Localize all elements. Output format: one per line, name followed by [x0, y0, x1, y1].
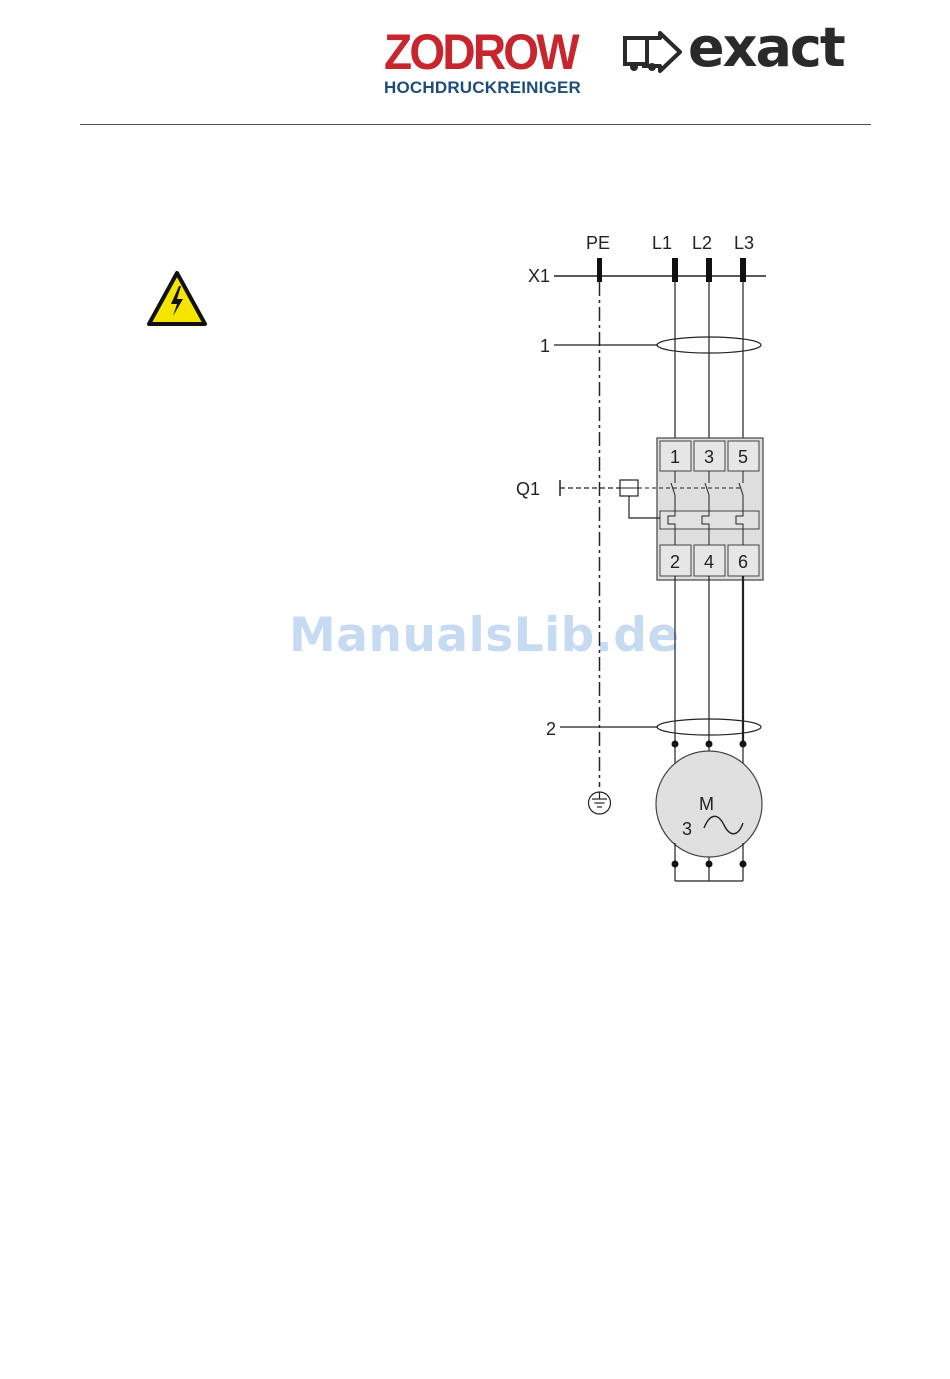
motor-terminal-u2 [672, 861, 679, 868]
cable-1-label: 1 [540, 336, 550, 356]
breaker-terminal-label-4: 4 [704, 552, 714, 572]
motor-terminal-w2 [740, 861, 747, 868]
header-divider [80, 124, 871, 125]
exact-brand-name: exact [688, 16, 844, 79]
page-header: ZODROW HOCHDRUCKREINIGER exact [0, 0, 950, 130]
breaker-terminal-label-2: 2 [670, 552, 680, 572]
zodrow-brand-name: ZODROW [384, 28, 577, 76]
zodrow-brand-subtitle: HOCHDRUCKREINIGER [384, 78, 594, 98]
motor-phase-count: 3 [682, 819, 692, 839]
motor-terminal-v2 [706, 861, 713, 868]
zodrow-logo: ZODROW HOCHDRUCKREINIGER [384, 28, 594, 98]
exact-logo: exact [622, 26, 872, 78]
high-voltage-warning-icon [146, 270, 208, 328]
cable-2-label: 2 [546, 719, 556, 739]
phase-label-l3: L3 [734, 233, 754, 253]
breaker-terminal-label-1: 1 [670, 447, 680, 467]
breaker-terminal-label-5: 5 [738, 447, 748, 467]
breaker-trip-link [629, 496, 660, 518]
breaker-terminal-label-3: 3 [704, 447, 714, 467]
motor-label: M [699, 794, 714, 814]
ground-icon [589, 792, 611, 814]
breaker-terminal-label-6: 6 [738, 552, 748, 572]
terminal-strip-label: X1 [528, 266, 550, 286]
breaker-q1-label: Q1 [516, 479, 540, 499]
truck-icon [622, 30, 684, 74]
phase-label-l1: L1 [652, 233, 672, 253]
terminal-l2 [706, 258, 712, 282]
terminal-pe [597, 258, 602, 282]
phase-label-l2: L2 [692, 233, 712, 253]
terminal-l3 [740, 258, 746, 282]
terminal-l1 [672, 258, 678, 282]
pe-label: PE [586, 233, 610, 253]
wiring-schematic: PE L1 L2 L3 X1 1 1 3 5 2 4 6 [500, 225, 780, 895]
